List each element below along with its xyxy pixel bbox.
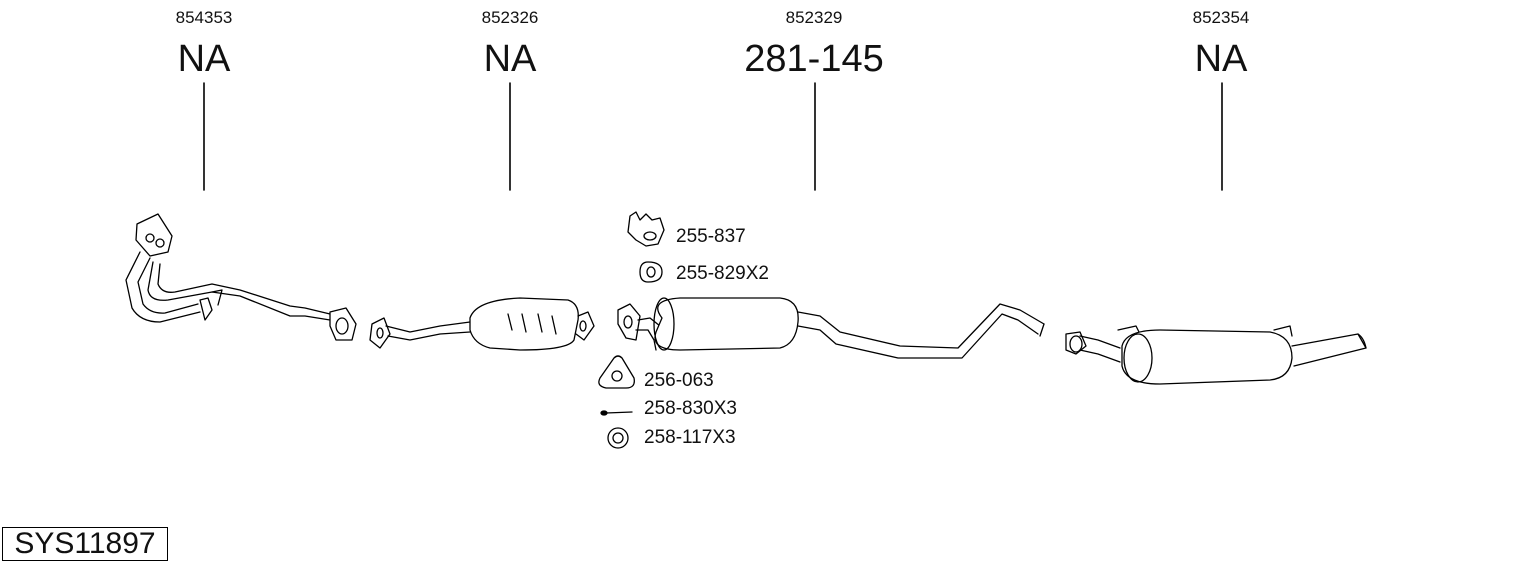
component-code-1: 854353 xyxy=(175,8,233,27)
catalytic-converter xyxy=(369,297,595,351)
fitting-label-ring: 255-829X2 xyxy=(676,263,769,284)
fitting-label-bolt: 258-830X3 xyxy=(644,398,737,419)
middle-silencer xyxy=(617,297,1045,359)
fitting-label-gasket: 256-063 xyxy=(644,370,714,391)
component-ref-4: NA xyxy=(1194,38,1248,80)
rubber-hanger-icon xyxy=(627,211,665,247)
system-id-box: SYS11897 xyxy=(2,527,168,561)
component-ref-2: NA xyxy=(483,38,537,80)
rear-silencer xyxy=(1065,325,1367,385)
gasket-icon xyxy=(598,355,635,389)
component-ref-1: NA xyxy=(177,38,231,80)
bolt-icon xyxy=(600,410,633,416)
fitting-label-hanger: 255-837 xyxy=(676,226,746,247)
component-code-4: 852354 xyxy=(1192,8,1250,27)
washer-icon xyxy=(607,427,629,449)
component-ref-3: 281-145 xyxy=(744,38,884,80)
component-code-3: 852329 xyxy=(785,8,843,27)
rubber-ring-icon xyxy=(639,261,663,283)
fitting-label-washer: 258-117X3 xyxy=(644,427,736,448)
leader-lines xyxy=(203,82,1223,191)
front-pipe xyxy=(125,213,357,341)
component-code-2: 852326 xyxy=(481,8,539,27)
